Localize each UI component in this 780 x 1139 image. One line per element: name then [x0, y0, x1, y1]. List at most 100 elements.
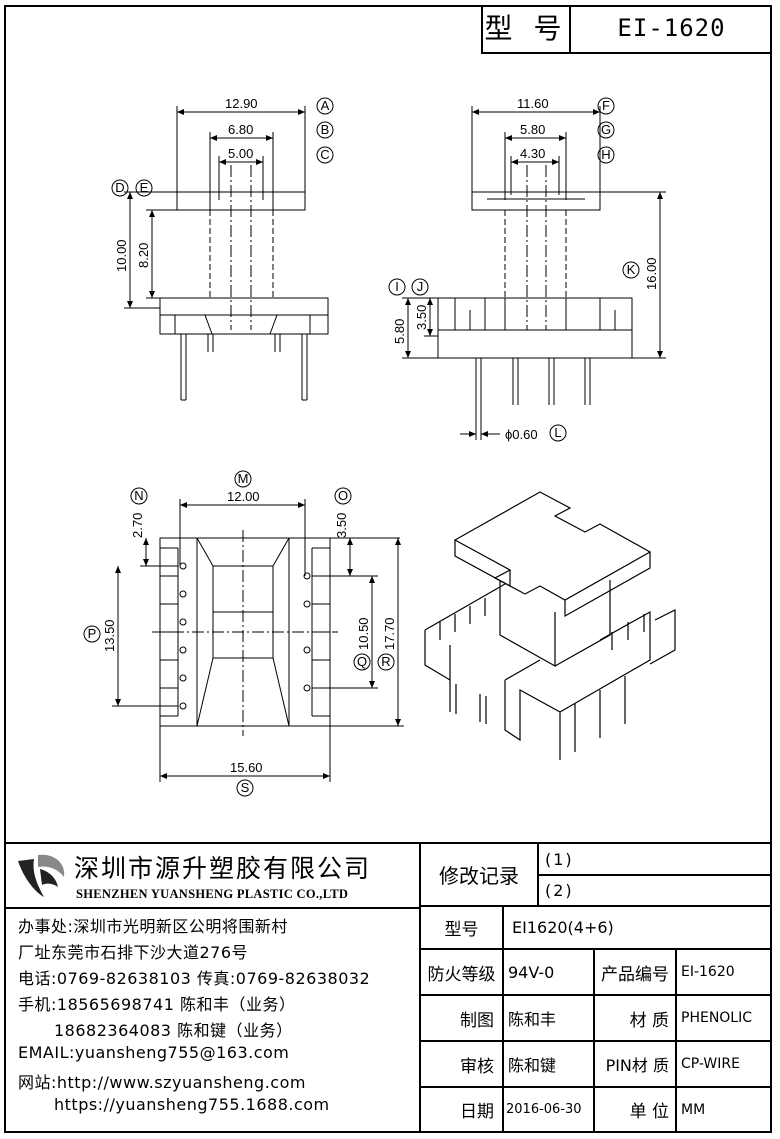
- product-no-value: EI-1620: [681, 964, 735, 980]
- marker-q: Q: [353, 653, 371, 671]
- date-label: 日期: [460, 1102, 494, 1122]
- fire-rating-label: 防火等级: [427, 964, 496, 985]
- marker-g: G: [597, 121, 615, 139]
- revision-2: (2): [545, 881, 574, 900]
- dim-3-50-a: 3.50: [414, 305, 429, 330]
- unit-value: MM: [681, 1101, 706, 1118]
- material-label: 材 质: [629, 1010, 669, 1031]
- model-value: EI1620(4+6): [512, 918, 614, 937]
- marker-s: S: [236, 779, 254, 797]
- drawn-by-value: 陈和丰: [508, 1010, 557, 1029]
- dim-10-50: 10.50: [356, 617, 371, 650]
- unit-label: 单 位: [629, 1102, 669, 1122]
- dim-6-80: 6.80: [228, 122, 253, 137]
- dim-phi-0-60: ϕ0.60: [505, 427, 538, 442]
- factory-address: 厂址东莞市石排下沙大道276号: [18, 943, 249, 962]
- row-line-2: [419, 948, 772, 950]
- marker-d: D: [111, 179, 129, 197]
- pin-material-value: CP-WIRE: [681, 1056, 740, 1072]
- marker-f: F: [597, 97, 615, 115]
- company-header: 深圳市源升塑胶有限公司 SHENZHEN YUANSHENG PLASTIC C…: [6, 843, 419, 907]
- svg-text:O: O: [338, 488, 348, 503]
- company-logo-icon: [18, 854, 65, 897]
- svg-text:P: P: [88, 626, 97, 641]
- marker-m: M: [234, 470, 252, 488]
- dim-10-00: 10.00: [114, 239, 129, 272]
- col-divider-3: [675, 948, 677, 1133]
- mobile-1: 手机:18565698741 陈和丰（业务）: [18, 995, 296, 1014]
- row-line-3: [419, 994, 772, 996]
- rev-divider: [537, 842, 539, 906]
- svg-text:M: M: [238, 471, 249, 486]
- col-divider-1: [502, 905, 504, 1133]
- block-top-line: [6, 842, 772, 844]
- dim-5-00: 5.00: [228, 146, 253, 161]
- material-value: PHENOLIC: [681, 1010, 753, 1026]
- marker-e: E: [135, 179, 153, 197]
- company-name-en: SHENZHEN YUANSHENG PLASTIC CO.,LTD: [76, 887, 349, 901]
- svg-text:G: G: [601, 122, 611, 137]
- technical-drawing: 12.90 6.80 5.00 10.00 8.20 11.60 5.80 4.…: [83, 96, 676, 797]
- product-no-label: 产品编号: [601, 964, 669, 985]
- marker-k: K: [622, 261, 640, 279]
- date-value: 2016-06-30: [506, 1102, 582, 1117]
- office-address: 办事处:深圳市光明新区公明将围新村: [18, 917, 288, 936]
- marker-h: H: [597, 146, 615, 164]
- row-line-1: [419, 905, 772, 907]
- svg-text:J: J: [417, 279, 424, 294]
- dim-15-60: 15.60: [230, 760, 263, 775]
- block-divider: [419, 842, 421, 1133]
- company-name-cn: 深圳市源升塑胶有限公司: [74, 854, 372, 883]
- row-line-4: [419, 1040, 772, 1042]
- marker-n: N: [130, 487, 148, 505]
- row-line-5: [419, 1086, 772, 1088]
- email: EMAIL:yuansheng755@163.com: [18, 1043, 290, 1062]
- title-model: EI-1620: [617, 14, 726, 42]
- revision-label: 修改记录: [439, 864, 519, 888]
- dim-3-50-b: 3.50: [334, 513, 349, 538]
- drawn-by-label: 制图: [460, 1010, 494, 1031]
- model-label: 型号: [444, 920, 479, 940]
- marker-b: B: [316, 121, 334, 139]
- marker-c: C: [316, 146, 334, 164]
- fire-rating-value: 94V-0: [508, 962, 555, 982]
- reviewed-by-label: 审核: [460, 1056, 494, 1077]
- company-line: [6, 907, 419, 909]
- svg-text:N: N: [134, 488, 143, 503]
- mobile-2: 18682364083 陈和键（业务）: [54, 1021, 293, 1040]
- marker-o: O: [334, 487, 352, 505]
- svg-text:B: B: [321, 122, 330, 137]
- website-1: 网站:http://www.szyuansheng.com: [18, 1073, 306, 1092]
- svg-text:L: L: [554, 425, 561, 440]
- front-view: [124, 106, 329, 401]
- reviewed-by-value: 陈和键: [508, 1056, 557, 1075]
- svg-text:E: E: [140, 180, 149, 195]
- dim-5-80-w: 5.80: [520, 122, 545, 137]
- side-view: [402, 106, 666, 440]
- drawing-frame: [4, 5, 772, 1133]
- rev-line: [537, 874, 772, 876]
- marker-l: L: [549, 424, 567, 442]
- svg-text:F: F: [602, 98, 610, 113]
- marker-i: I: [388, 278, 406, 296]
- phone-fax: 电话:0769-82638103 传真:0769-82638032: [18, 969, 371, 988]
- title-block: 型 号 EI-1620: [481, 5, 772, 54]
- svg-text:D: D: [115, 180, 124, 195]
- dim-8-20: 8.20: [136, 243, 151, 268]
- bottom-view: [112, 499, 404, 782]
- title-label: 型 号: [483, 5, 571, 52]
- isometric-view: [424, 491, 676, 760]
- dim-16-00: 16.00: [644, 257, 659, 290]
- dim-17-70: 17.70: [382, 617, 397, 650]
- svg-text:C: C: [320, 147, 329, 162]
- svg-text:I: I: [395, 279, 399, 294]
- svg-text:K: K: [627, 262, 636, 277]
- pin-material-label: PIN材 质: [605, 1056, 669, 1075]
- dim-5-80-h: 5.80: [392, 319, 407, 344]
- dim-11-60: 11.60: [517, 96, 549, 111]
- dim-4-30: 4.30: [520, 146, 545, 161]
- website-2: https://yuansheng755.1688.com: [54, 1095, 330, 1114]
- svg-text:Q: Q: [357, 654, 367, 669]
- svg-text:S: S: [241, 780, 250, 795]
- svg-text:R: R: [381, 654, 390, 669]
